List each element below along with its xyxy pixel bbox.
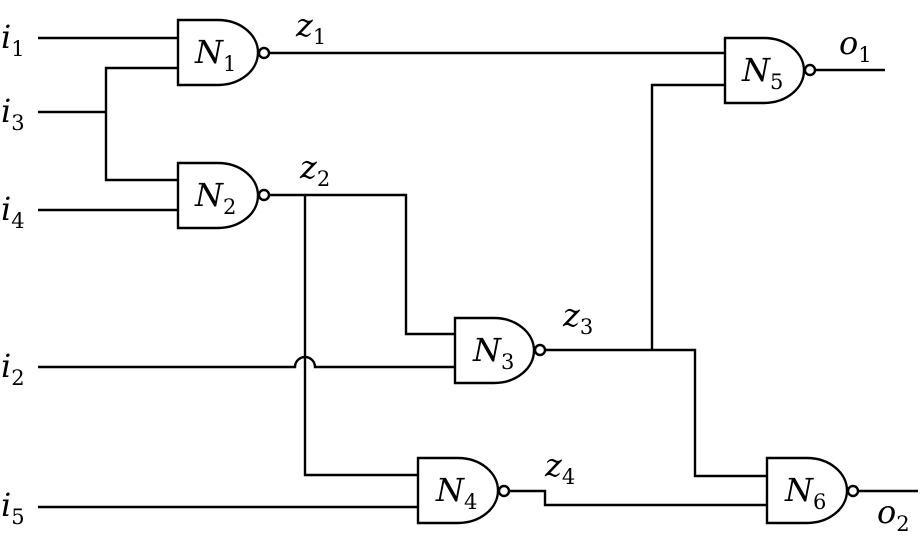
gate-N4 [416, 456, 511, 525]
gate-label-N3: N3 [472, 331, 514, 374]
nand-gate-N1-body [176, 18, 260, 87]
wire-z3-branch [650, 83, 725, 350]
wire-z3 [545, 348, 767, 478]
wire-i3-branch [104, 66, 178, 182]
nand-gate-N2-body [176, 161, 260, 230]
wire-z4 [510, 489, 767, 507]
nand-gate-N4-body [416, 456, 500, 525]
nand-gate-N4-bubble [497, 484, 511, 498]
net-label-z3: z3 [562, 296, 593, 339]
net-label-z1: z1 [295, 6, 326, 49]
gate-label-N5: N5 [741, 51, 783, 94]
wire-z2-branch [303, 195, 418, 477]
net-label-z4: z4 [544, 446, 575, 489]
gate-label-N4: N4 [435, 471, 477, 514]
gate-label-N2: N2 [194, 176, 236, 219]
nand-gate-N1-bubble [257, 46, 271, 60]
gate-label-N1: N1 [194, 33, 236, 76]
nand-gate-N6-bubble [846, 484, 860, 498]
input-label-i5: i5 [1, 486, 25, 529]
input-label-i1: i1 [1, 18, 25, 61]
output-label-o2: o2 [877, 493, 910, 536]
gate-label-N6: N6 [784, 471, 826, 514]
wire-i2 [38, 355, 455, 369]
nand-gate-N3-body [453, 316, 536, 385]
input-label-i2: i2 [1, 347, 25, 390]
wire-z2 [270, 193, 455, 336]
input-label-i4: i4 [1, 190, 25, 233]
gate-N1 [176, 18, 271, 87]
output-label-o1: o1 [839, 24, 872, 67]
gate-N3 [453, 316, 547, 385]
nand-gate-N3-bubble [533, 343, 547, 357]
gate-N2 [176, 161, 271, 230]
nand-gate-N2-bubble [257, 188, 271, 202]
input-label-i3: i3 [1, 92, 25, 135]
nand-gate-N6-body [765, 456, 849, 525]
net-label-z2: z2 [299, 148, 330, 191]
nand-gate-N5-bubble [803, 63, 817, 77]
gate-N6 [765, 456, 860, 525]
wires [38, 36, 918, 509]
nand-gate-N5-body [723, 36, 806, 105]
gate-N5 [723, 36, 817, 105]
